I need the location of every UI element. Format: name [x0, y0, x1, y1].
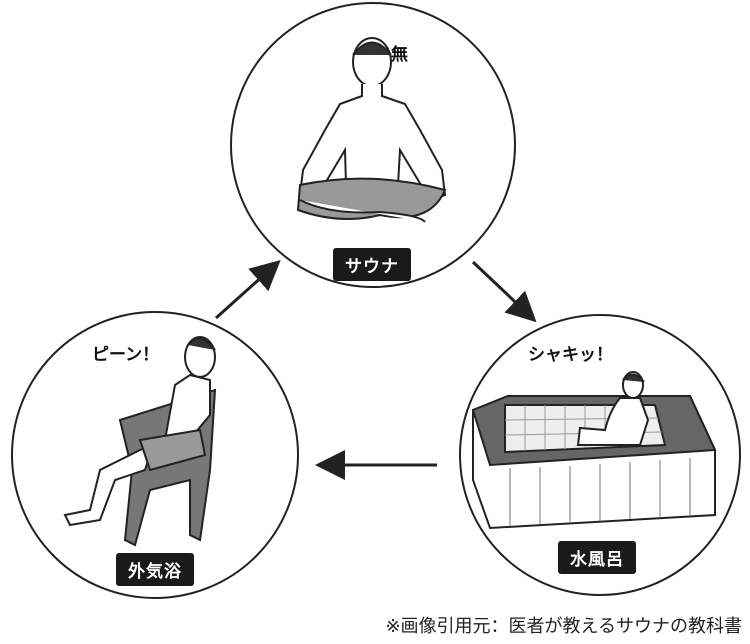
- sauna-exclamation: 無: [391, 45, 408, 65]
- arrow-sauna-to-cold-bath: [471, 260, 537, 323]
- image-source-caption: ※画像引用元：医者が教えるサウナの教科書: [385, 616, 742, 637]
- outdoor-rest-exclamation: ピーン！: [92, 345, 160, 365]
- arrow-outdoor-to-sauna: [214, 259, 281, 320]
- cold-bath-illustration: [471, 371, 717, 530]
- resting-man-illustration: [63, 336, 217, 547]
- cold-bath-exclamation: シャキッ！: [528, 345, 613, 365]
- cold-bath-label: 水風呂: [558, 541, 636, 574]
- outdoor-rest-label: 外気浴: [116, 553, 194, 586]
- meditating-man-illustration: [296, 37, 447, 223]
- sauna-label: サウナ: [333, 248, 411, 281]
